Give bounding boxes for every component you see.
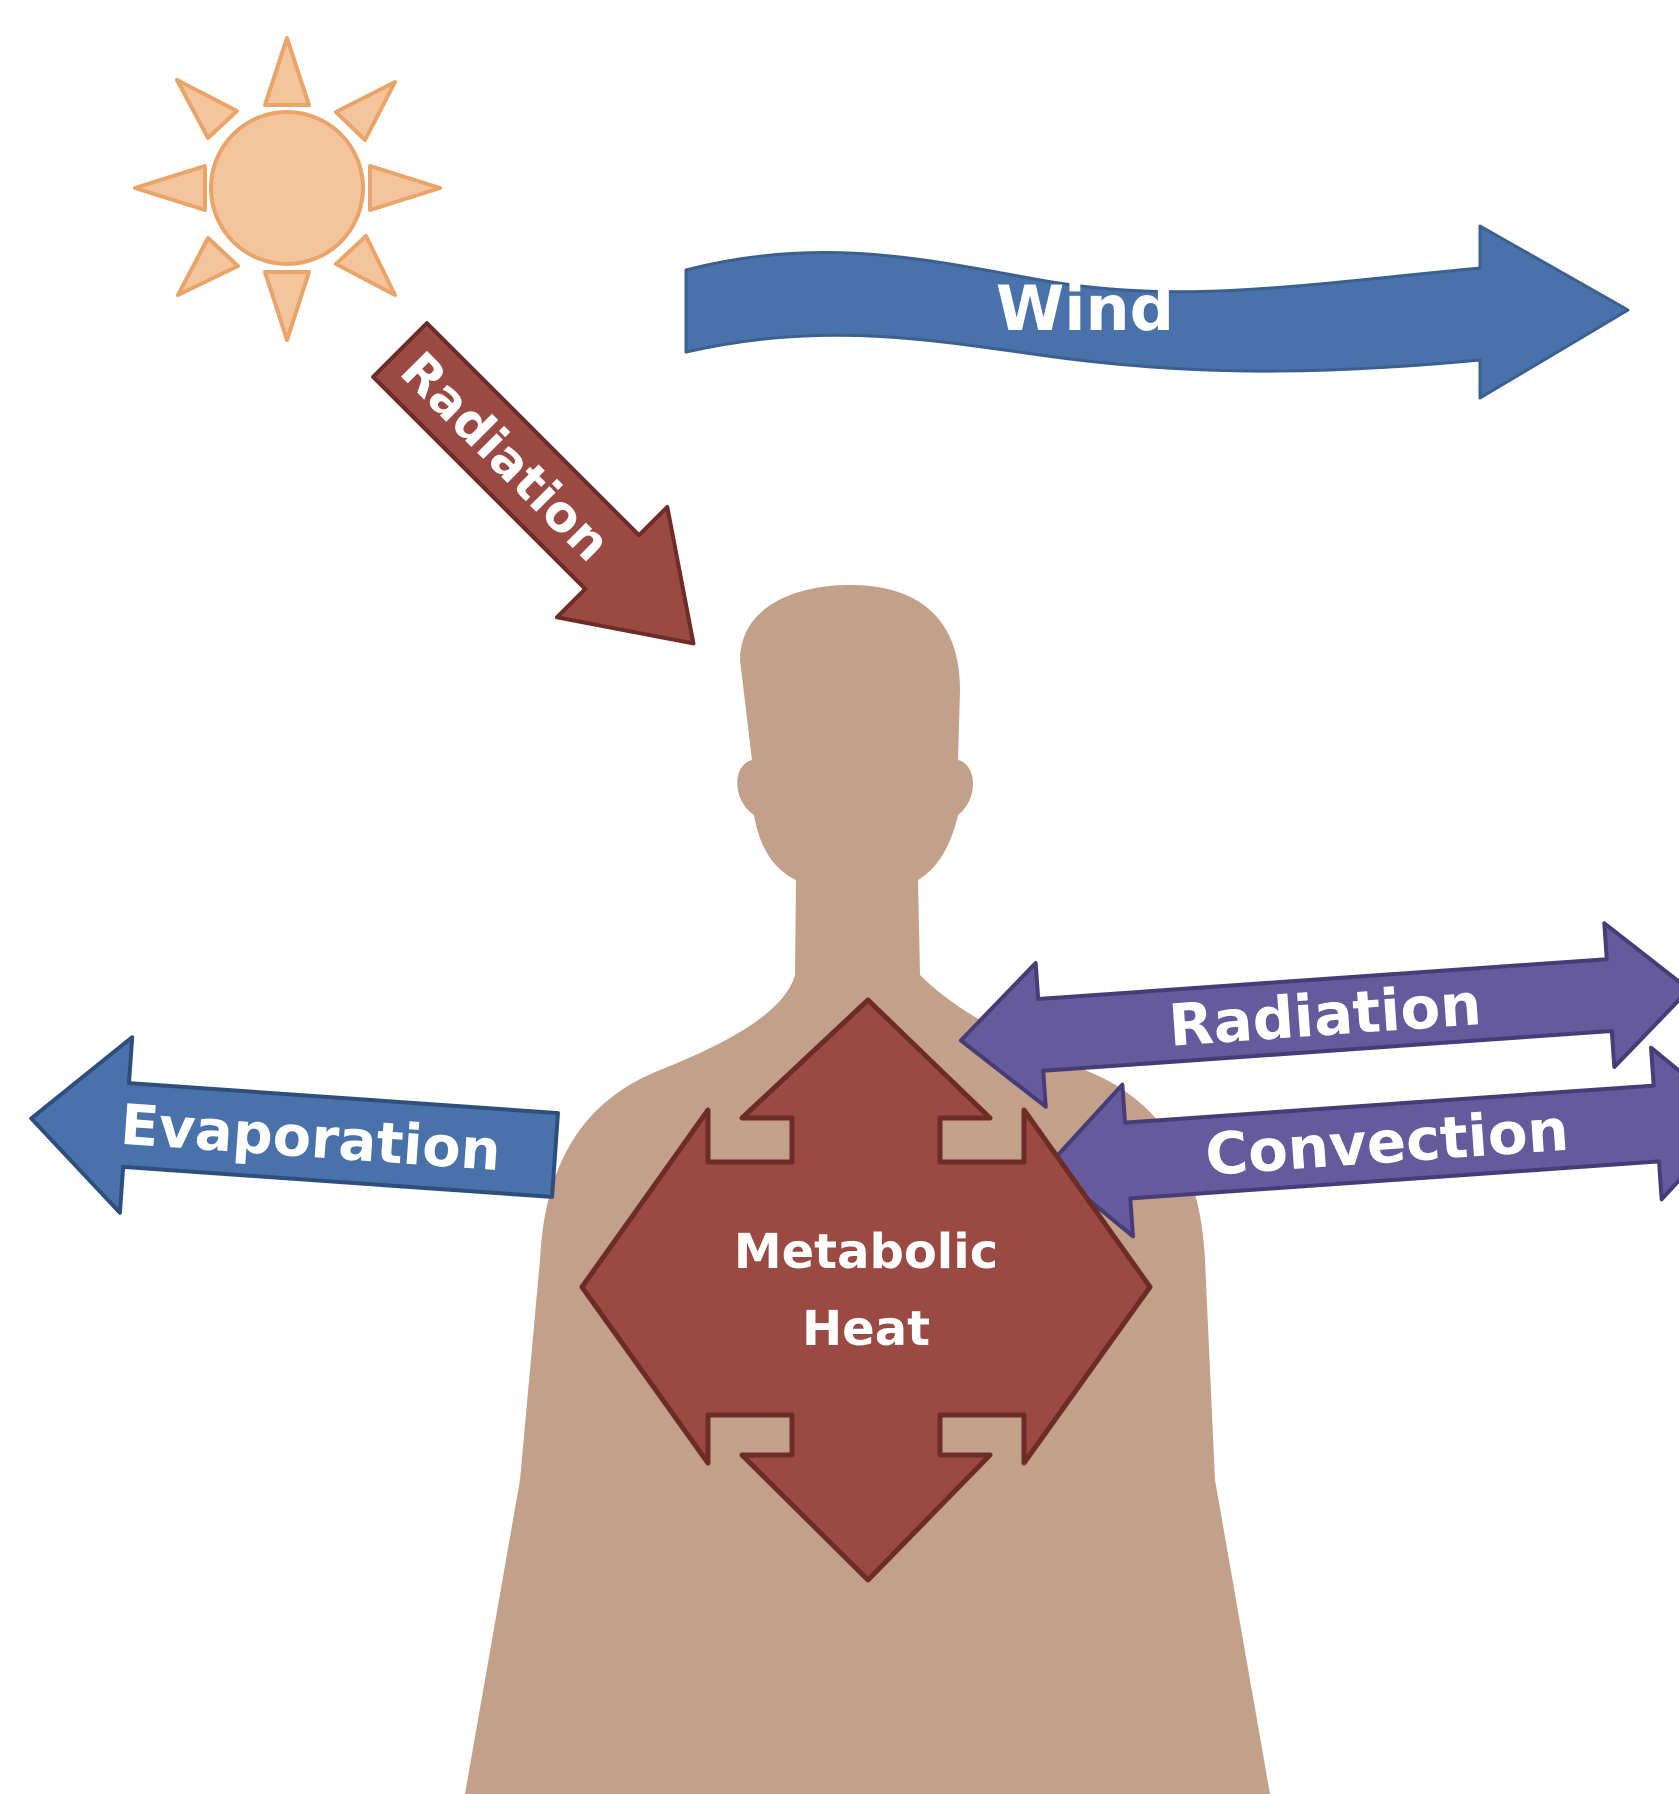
radiation-sun-arrow: Radiation bbox=[345, 295, 749, 699]
convection-label: Convection bbox=[1203, 1096, 1571, 1189]
evaporation-arrow: Evaporation bbox=[25, 1031, 561, 1243]
metabolic-heat-label-line1: Metabolic bbox=[734, 1224, 998, 1280]
wind-label: Wind bbox=[996, 272, 1174, 345]
metabolic-heat-label-line2: Heat bbox=[802, 1301, 930, 1357]
radiation-sun-label: Radiation bbox=[389, 341, 621, 573]
wind-arrow: Wind bbox=[686, 226, 1628, 398]
sun-icon bbox=[135, 38, 440, 340]
radiation-body-label: Radiation bbox=[1166, 970, 1483, 1060]
